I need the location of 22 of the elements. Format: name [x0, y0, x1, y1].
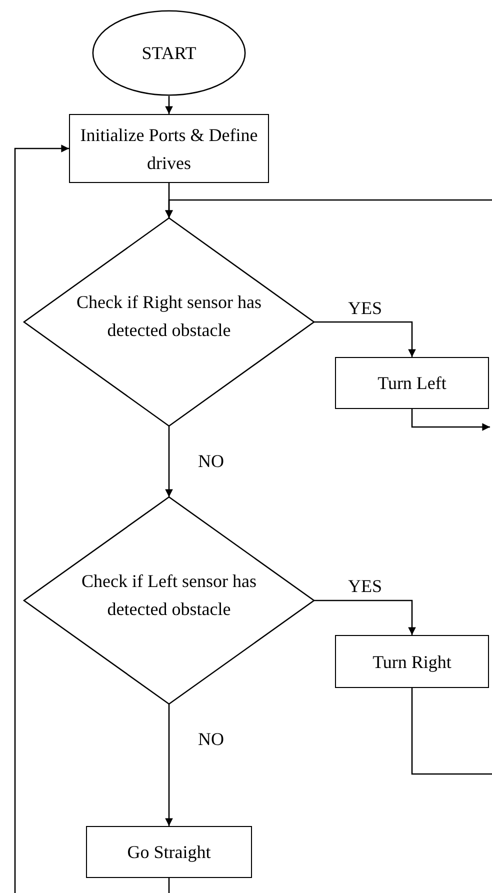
- node-label: Turn Left: [378, 372, 446, 395]
- arrow: [165, 199, 492, 218]
- node-label: Check if Right sensor has detected obstacle: [76, 291, 262, 342]
- start-oval: [92, 10, 246, 96]
- arrow: [314, 321, 416, 357]
- node-label: Go Straight: [127, 841, 211, 864]
- arrow: [314, 600, 416, 635]
- process-box: [335, 635, 489, 688]
- decision-diamond: [24, 218, 314, 426]
- node-label: START: [142, 42, 196, 65]
- arrow: [165, 96, 173, 114]
- arrow: [14, 144, 69, 893]
- arrow: [165, 704, 173, 826]
- process-box: [86, 826, 252, 878]
- process-box: [335, 357, 489, 409]
- node-label: Check if Left sensor has detected obstacle: [80, 570, 258, 620]
- arrow: [411, 409, 490, 431]
- arrow: [165, 426, 173, 497]
- decision-diamond: [24, 497, 314, 704]
- process-box: [69, 114, 269, 183]
- node-label: Turn Right: [372, 650, 452, 674]
- node-label: Initialize Ports & Define drives: [79, 124, 259, 174]
